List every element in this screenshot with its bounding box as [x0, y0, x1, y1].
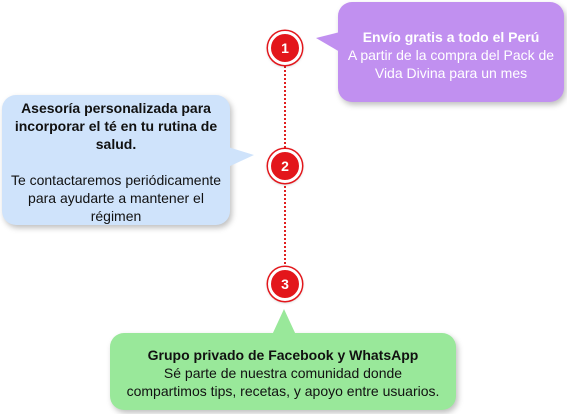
- callout-body-line: régimen: [90, 208, 142, 224]
- callout-title-line: salud.: [95, 136, 137, 152]
- callout-body-line: Te contactaremos periódicamente: [10, 172, 222, 188]
- callout-body-line: A partir de la compra del Pack de: [347, 47, 555, 63]
- callout-personal-advice: Asesoría personalizada para incorporar e…: [2, 95, 254, 225]
- callout-body-line: compartimos tips, recetas, y apoyo entre…: [126, 383, 440, 399]
- callout-body-line: Sé parte de nuestra comunidad donde: [163, 365, 403, 381]
- callout-title: Grupo privado de Facebook y WhatsApp: [147, 347, 419, 363]
- callout-title: Envío gratis a todo el Perú: [362, 29, 540, 45]
- callout-private-group: Grupo privado de Facebook y WhatsApp Sé …: [110, 309, 456, 410]
- step-marker-3: 3: [268, 267, 302, 301]
- step-marker-2: 2: [268, 149, 302, 183]
- callout-body-line: para ayudarte a mantener el: [28, 190, 204, 206]
- step-marker-1: 1: [268, 31, 302, 65]
- callout-body-line: Vida Divina para un mes: [374, 65, 528, 81]
- callout-free-shipping: Envío gratis a todo el Perú A partir de …: [316, 2, 564, 102]
- callout-title-line: incorporar el té en tu rutina de: [14, 118, 218, 134]
- callout-title-line: Asesoría personalizada para: [21, 100, 211, 116]
